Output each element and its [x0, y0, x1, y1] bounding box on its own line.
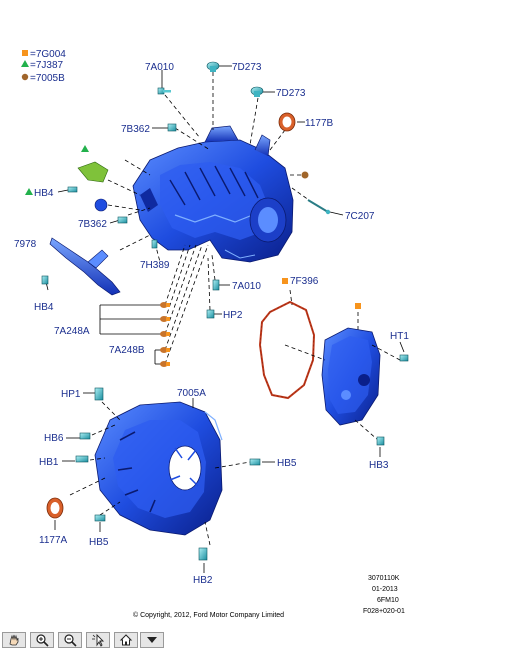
transmission-case	[132, 125, 294, 263]
converter-housing	[94, 401, 223, 536]
legend-item-7g004: =7G004	[30, 49, 66, 60]
plug-7a248-5-icon	[160, 361, 170, 367]
zoom-in-icon	[36, 634, 49, 647]
drawing-ref-3: 6FM10	[377, 597, 399, 604]
callout-hb3: HB3	[369, 460, 389, 471]
callout-7b362-b: 7B362	[78, 219, 107, 230]
select-icon	[92, 633, 105, 647]
callout-7a010-mid: 7A010	[232, 281, 261, 292]
zoom-out-icon	[64, 634, 77, 647]
plug-7005b-icon	[301, 171, 309, 179]
gasket-7f396-icon	[258, 300, 316, 400]
plug-7a248-1-icon	[160, 302, 170, 308]
callout-hp2: HP2	[223, 310, 243, 321]
callout-hb4-b: HB4	[34, 302, 54, 313]
select-button[interactable]	[86, 632, 110, 648]
bracket-7j387-icon	[77, 145, 109, 183]
callout-7978: 7978	[14, 239, 37, 250]
callout-7a248b: 7A248B	[109, 345, 145, 356]
zoom-out-button[interactable]	[58, 632, 82, 648]
callout-hb4-a: HB4	[34, 188, 54, 199]
home-icon	[119, 634, 133, 646]
lever-7978-icon	[49, 237, 121, 296]
callout-7c207: 7C207	[345, 211, 375, 222]
sensor-7b362-a-icon	[167, 123, 177, 132]
lower-leaders	[46, 387, 275, 573]
drawing-ref-4: F028+020-01	[363, 608, 405, 615]
callout-labels: 7A010 7D273 7D273 1177B 7B362 HB4 7B362 …	[14, 62, 409, 586]
gasket-7f396-square-icon	[282, 278, 288, 284]
pan-button[interactable]	[2, 632, 26, 648]
dropdown-icon	[147, 637, 157, 643]
bolt-hb6-icon	[79, 432, 91, 440]
callout-hb2: HB2	[193, 575, 213, 586]
bolt-7a010-top-icon	[157, 87, 171, 95]
plug-7d273-b-icon	[250, 86, 264, 97]
bolt-hb5-right-icon	[249, 458, 261, 466]
callout-7f396: 7F396	[290, 276, 319, 287]
callout-hp1: HP1	[61, 389, 81, 400]
side-cover-assembly	[258, 278, 409, 457]
plug-stack	[99, 244, 209, 367]
plug-hp2-icon	[206, 309, 215, 319]
sensor-7b362-b-icon	[94, 198, 128, 224]
bolt-ht1-icon	[399, 354, 409, 362]
callout-hb6: HB6	[44, 433, 64, 444]
zoom-in-button[interactable]	[30, 632, 54, 648]
bolt-hb3-icon	[376, 436, 385, 446]
tube-7c207-icon	[307, 199, 331, 215]
callout-7d273-a: 7D273	[232, 62, 262, 73]
bolt-hb4-a-icon	[67, 186, 78, 193]
drawing-ref-2: 01-2013	[372, 586, 398, 593]
callout-7a010-top: 7A010	[145, 62, 174, 73]
bolt-7a010-mid-icon	[212, 279, 220, 291]
bolt-hb4-b-icon	[41, 275, 49, 285]
plug-hp1-icon	[94, 387, 104, 401]
callout-hb5-right: HB5	[277, 458, 297, 469]
upper-fasteners	[25, 61, 331, 319]
callout-1177a: 1177A	[39, 535, 68, 546]
viewer-toolbar	[0, 630, 520, 650]
callout-7b362-a: 7B362	[121, 124, 150, 135]
plug-7d273-a-icon	[206, 61, 220, 72]
callout-7005a: 7005A	[177, 388, 206, 399]
plug-7a248-4-icon	[160, 347, 170, 353]
callout-hb1: HB1	[39, 457, 59, 468]
callout-1177b: 1177B	[305, 118, 334, 129]
copyright-text: © Copyright, 2012, Ford Motor Company Li…	[133, 611, 284, 619]
bolt-hb2-icon	[198, 547, 208, 561]
bolt-hb5-left-icon	[94, 514, 106, 522]
cover-square-icon	[355, 303, 361, 309]
callout-ht1: HT1	[390, 331, 409, 342]
pin-7h389-icon	[151, 239, 158, 249]
legend-circle-icon	[21, 73, 29, 81]
legend-item-7005b: =7005B	[30, 73, 65, 84]
legend-item-7j387: =7J387	[30, 60, 64, 71]
bolt-hb1-icon	[75, 455, 89, 463]
home-button[interactable]	[114, 632, 138, 648]
legend: =7G004 =7J387 =7005B	[21, 49, 66, 84]
seal-1177b-icon	[278, 112, 296, 132]
callout-7h389: 7H389	[140, 260, 170, 271]
legend-square-icon	[22, 50, 28, 56]
pan-icon	[9, 634, 19, 646]
plug-7a248-3-icon	[160, 331, 170, 337]
plug-7a248-2-icon	[160, 316, 170, 322]
callout-7d273-b: 7D273	[276, 88, 306, 99]
callout-7a248a: 7A248A	[54, 326, 90, 337]
seal-1177a-icon	[46, 497, 64, 519]
callout-hb5-left: HB5	[89, 537, 109, 548]
hb4-triangle-icon	[25, 188, 33, 195]
legend-triangle-icon	[21, 60, 29, 67]
exploded-parts-diagram: =7G004 =7J387 =7005B	[14, 49, 409, 619]
dropdown-button[interactable]	[140, 632, 164, 648]
drawing-footer: 3070110K 01-2013 6FM10 F028+020-01 © Cop…	[133, 575, 405, 619]
drawing-ref-1: 3070110K	[368, 575, 400, 582]
